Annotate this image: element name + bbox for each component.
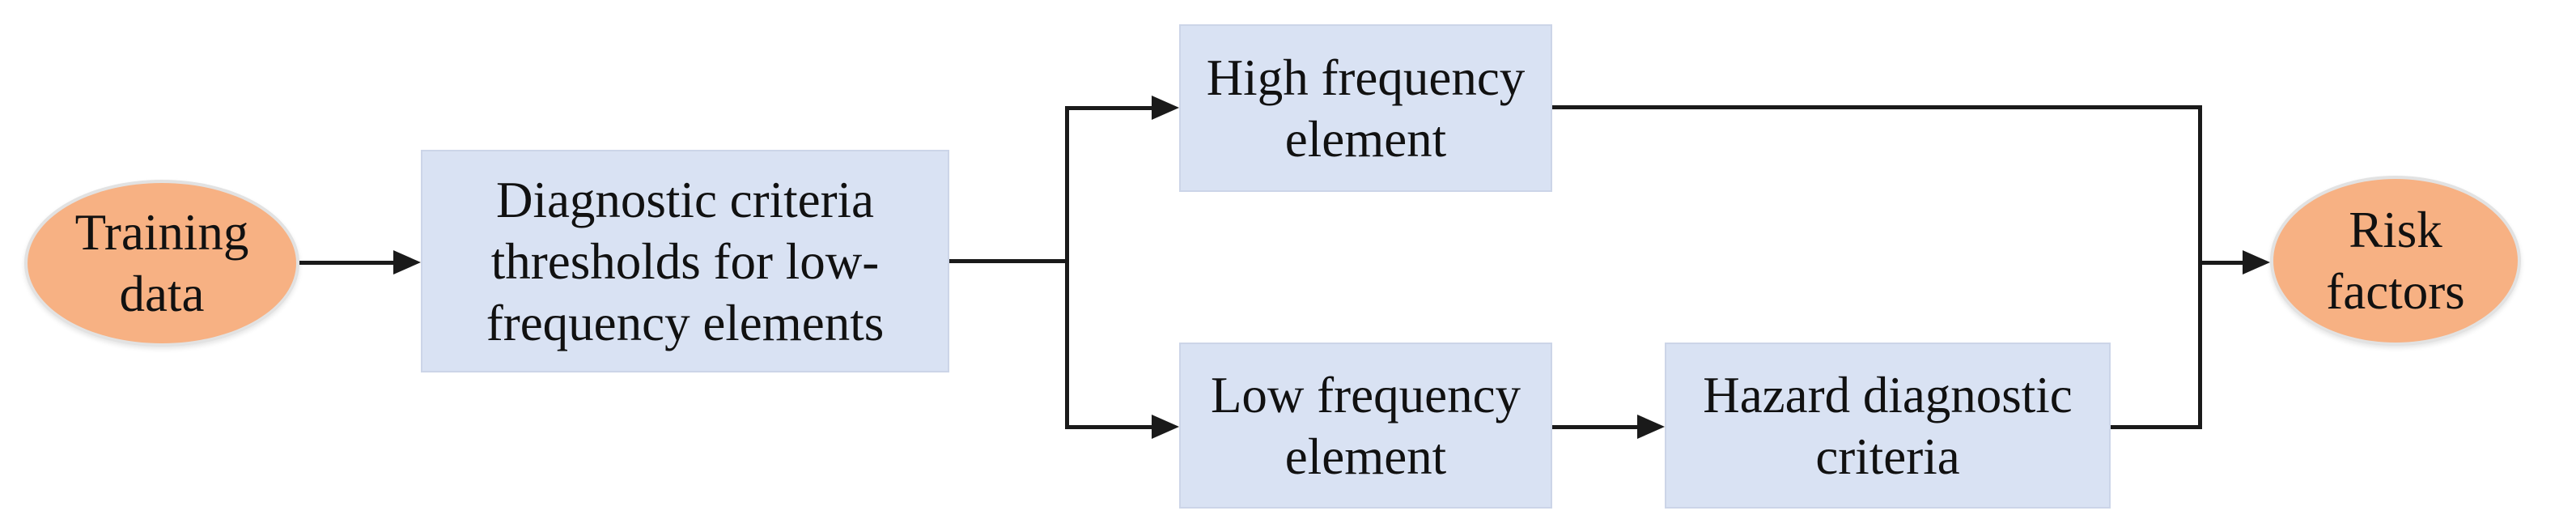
- edge-branch-to-low-frequency-line: [1065, 425, 1152, 429]
- node-high-frequency-element-label: High frequency element: [1206, 49, 1526, 168]
- edge-hazard-to-merge-line: [2111, 425, 2202, 429]
- edge-branch-to-high-frequency-arrowhead-icon: [1152, 96, 1179, 120]
- edge-merge-to-risk-factors-line: [2198, 261, 2244, 265]
- node-low-frequency-element: Low frequency element: [1179, 343, 1552, 509]
- edge-low-frequency-to-hazard-arrowhead-icon: [1637, 415, 1665, 439]
- node-low-frequency-element-label: Low frequency element: [1210, 366, 1521, 485]
- node-hazard-diagnostic-criteria-label: Hazard diagnostic criteria: [1703, 366, 2073, 485]
- edge-branch-to-low-frequency-arrowhead-icon: [1152, 415, 1179, 439]
- node-training-data: Training data: [24, 180, 299, 347]
- edge-training-to-thresholds-line: [299, 261, 395, 265]
- node-risk-factors: Risk factors: [2270, 176, 2521, 346]
- node-training-data-label: Training data: [74, 204, 249, 322]
- edge-merge-to-risk-factors-arrowhead-icon: [2243, 250, 2270, 275]
- node-high-frequency-element: High frequency element: [1179, 24, 1552, 192]
- node-diagnostic-thresholds-label: Diagnostic criteria thresholds for low- …: [486, 171, 885, 351]
- edge-high-frequency-to-merge-line: [1552, 105, 2202, 109]
- branch-vertical-line: [1065, 106, 1069, 428]
- merge-vertical-line: [2198, 105, 2202, 429]
- node-diagnostic-thresholds: Diagnostic criteria thresholds for low- …: [421, 150, 949, 372]
- node-hazard-diagnostic-criteria: Hazard diagnostic criteria: [1665, 343, 2111, 509]
- edge-low-frequency-to-hazard-line: [1552, 425, 1637, 429]
- edge-branch-to-high-frequency-line: [1065, 106, 1152, 110]
- node-risk-factors-label: Risk factors: [2326, 202, 2465, 320]
- edge-training-to-thresholds-arrowhead-icon: [393, 250, 421, 275]
- edge-thresholds-stem-line: [949, 259, 1069, 263]
